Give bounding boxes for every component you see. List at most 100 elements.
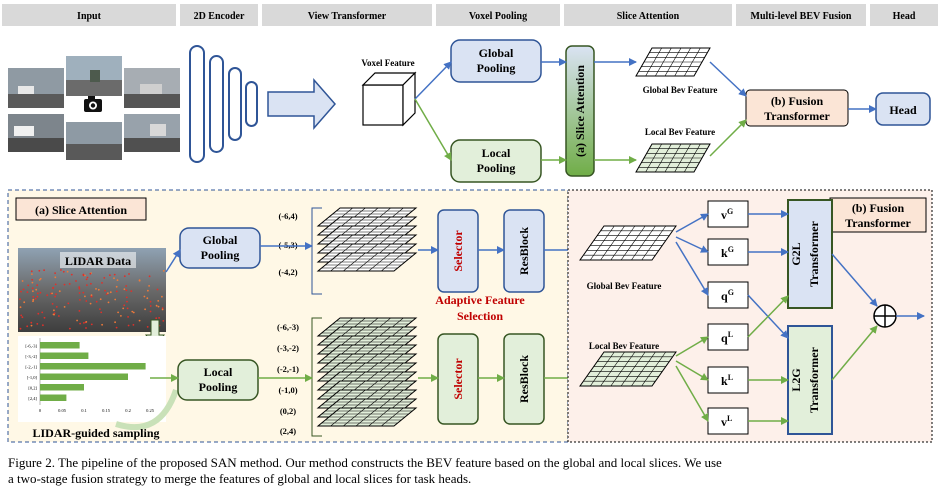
- encoder-layer: [245, 81, 258, 127]
- lidar-point: [84, 274, 86, 277]
- lidar-point: [123, 288, 126, 291]
- stage-cell-view: [262, 4, 432, 26]
- histogram-bar: [40, 342, 80, 349]
- lidar-point: [109, 291, 112, 294]
- lidar-point: [85, 321, 88, 323]
- lidar-point: [36, 284, 39, 287]
- lidar-point: [113, 277, 115, 280]
- lidar-point: [144, 308, 147, 311]
- lidar-point: [63, 306, 66, 308]
- camera-icon: [84, 96, 102, 112]
- panel-b-global-bev-grid: [579, 225, 677, 261]
- global-k-label: kG: [721, 245, 734, 260]
- lidar-point: [26, 325, 29, 328]
- lidar-point: [90, 294, 93, 297]
- lidar-point: [101, 323, 103, 326]
- lidar-point: [35, 288, 38, 291]
- lidar-point: [125, 296, 128, 299]
- lidar-point: [126, 307, 129, 310]
- panel-b-title: Transformer: [845, 216, 911, 230]
- histogram-bar: [40, 352, 89, 359]
- local-slice-label: (-6,-3): [277, 322, 299, 332]
- lidar-point: [104, 289, 106, 292]
- histogram-category: [-2,-1]: [25, 365, 37, 371]
- lidar-point: [146, 297, 149, 300]
- lidar-point: [149, 310, 152, 313]
- lidar-point: [86, 284, 88, 286]
- lidar-point: [37, 312, 40, 315]
- lidar-point: [97, 288, 100, 291]
- histogram-tick: 0.2: [125, 408, 131, 413]
- lidar-point: [90, 323, 93, 326]
- lidar-point: [155, 317, 158, 320]
- lidar-point: [157, 305, 160, 308]
- global-q-box: [707, 281, 749, 309]
- lidar-point: [26, 291, 29, 293]
- lidar-point: [51, 292, 53, 295]
- lidar-point: [60, 269, 62, 271]
- local-slice-label: (-2,-1): [277, 364, 299, 374]
- panel-b-arrows: [675, 210, 925, 425]
- lidar-point: [143, 295, 146, 298]
- histogram-category: [-1,0]: [27, 375, 38, 381]
- lidar-point: [86, 276, 89, 279]
- lidar-point: [95, 288, 97, 290]
- local-slice-layer: [316, 407, 418, 427]
- panel-a-title-box: [15, 197, 147, 221]
- lidar-point: [78, 310, 81, 312]
- lidar-point: [131, 310, 134, 313]
- stage-cell-voxel: [436, 4, 560, 26]
- stage-label: Slice Attention: [617, 11, 680, 22]
- lidar-point: [146, 326, 149, 328]
- lidar-point: [90, 282, 92, 285]
- lidar-point: [115, 326, 118, 329]
- histogram-category: [2,4]: [28, 396, 37, 402]
- panel-a-title: (a) Slice Attention: [35, 203, 127, 217]
- lidar-point: [31, 278, 34, 281]
- stage-cell-head: [870, 4, 938, 26]
- lidar-point: [117, 311, 119, 314]
- lidar-point: [19, 327, 22, 330]
- global-selector-label: Selector: [451, 230, 465, 272]
- lidar-point: [148, 285, 151, 287]
- local-slice-label: (2,4): [280, 426, 296, 436]
- lidar-point: [34, 297, 37, 300]
- lidar-point: [107, 292, 109, 294]
- lidar-point: [55, 306, 58, 308]
- lidar-point: [114, 321, 116, 324]
- stage-label: Input: [77, 11, 102, 22]
- lidar-point: [53, 312, 56, 315]
- camera-image: [66, 56, 122, 96]
- lidar-point: [30, 321, 33, 324]
- local-q-label: qL: [721, 330, 733, 345]
- lidar-point: [20, 290, 22, 293]
- lidar-point: [54, 295, 56, 298]
- lidar-point: [156, 288, 159, 291]
- top-local-pooling-label: Pooling: [477, 161, 516, 175]
- top-fusion-label: Transformer: [764, 109, 830, 123]
- stage-label: Voxel Pooling: [469, 11, 527, 22]
- lidar-point: [85, 327, 87, 329]
- top-slice-attention-label: (a) Slice Attention: [573, 65, 587, 157]
- sum-operator: [873, 304, 897, 328]
- lidar-point: [123, 275, 126, 278]
- lidar-point: [125, 285, 128, 287]
- global-slice-label: (-4,2): [278, 267, 297, 277]
- lidar-point: [27, 284, 30, 287]
- lidar-point: [157, 300, 160, 302]
- lidar-point: [70, 273, 73, 276]
- histogram-bar: [40, 373, 128, 380]
- l2g-transformer-label: L2G: [789, 368, 803, 391]
- lidar-point: [100, 311, 103, 314]
- lidar-point: [31, 287, 34, 290]
- lidar-point: [19, 306, 22, 309]
- global-v-box: [707, 200, 749, 228]
- histogram-tick: 0.05: [58, 408, 67, 413]
- lidar-image: LIDAR Data: [18, 248, 166, 332]
- lidar-point: [79, 322, 81, 325]
- lidar-point: [127, 324, 130, 327]
- encoder-layer: [209, 55, 224, 153]
- bev-grid: [579, 351, 677, 387]
- lidar-point: [78, 292, 81, 294]
